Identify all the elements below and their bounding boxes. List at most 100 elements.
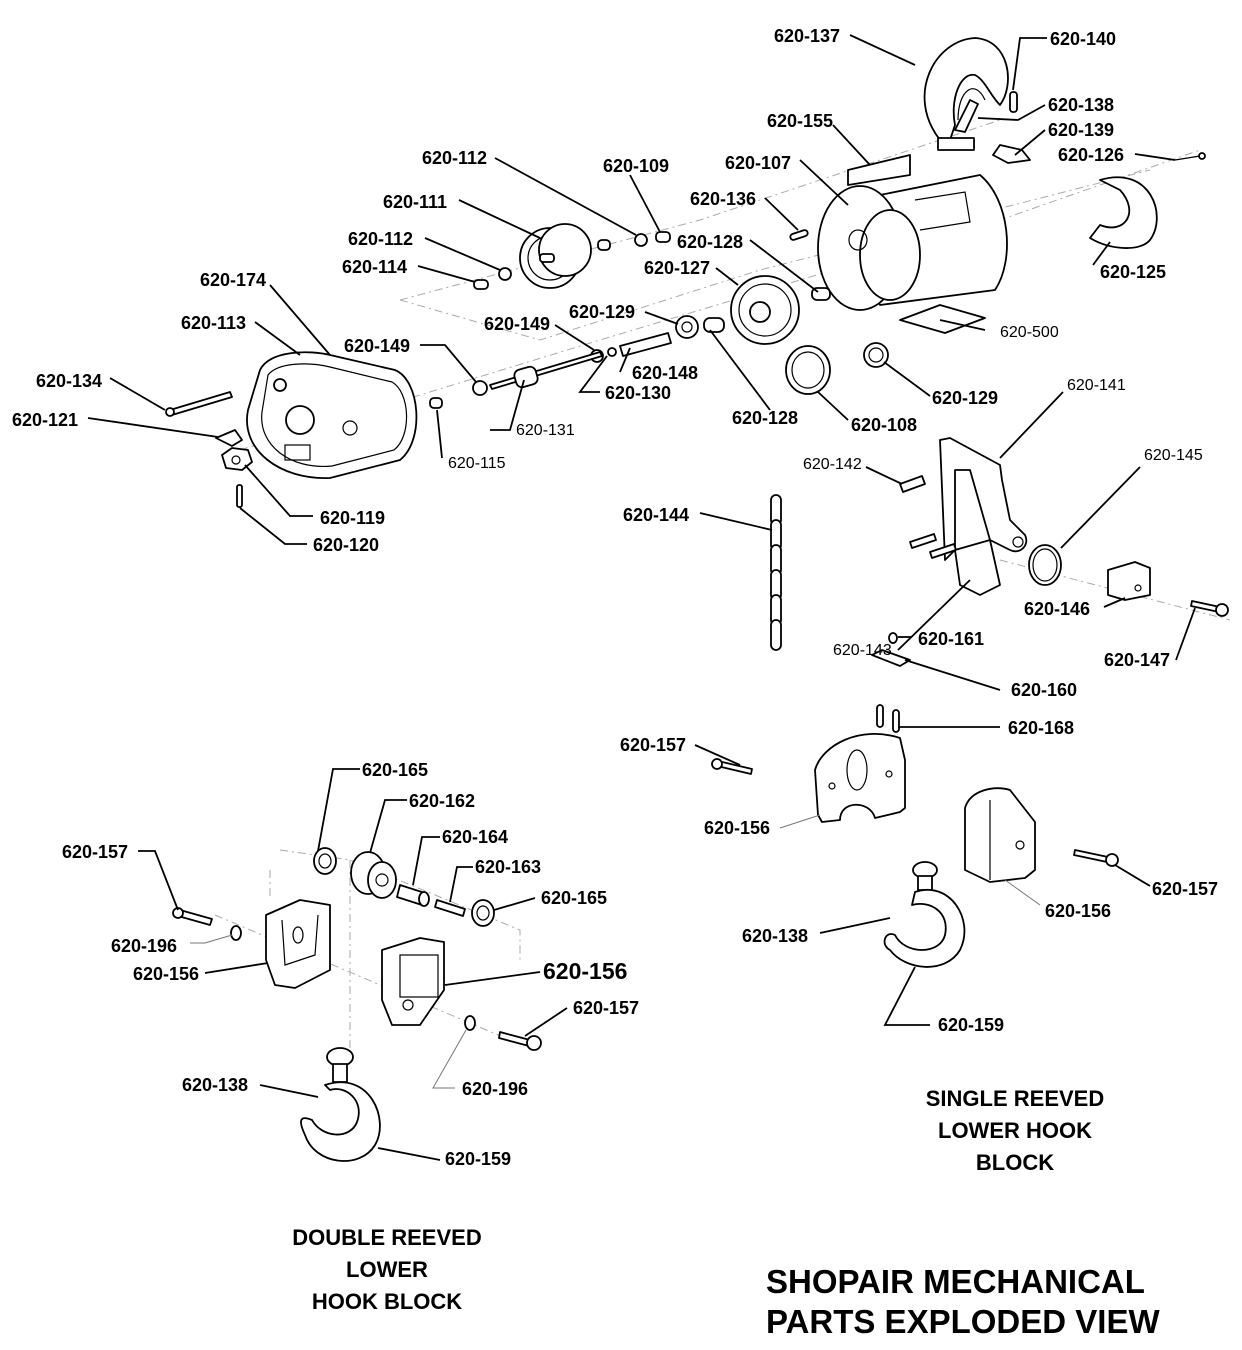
- bolt-134-part: [165, 391, 233, 417]
- callout-620-144: 620-144: [623, 505, 690, 525]
- double-block-156-right-part: [381, 937, 445, 1026]
- gear-127-part: [730, 275, 800, 345]
- callout-single-620-157-left: 620-157: [620, 735, 687, 755]
- double-washer-165-left-part: [313, 847, 337, 875]
- double-bushing-164-part: [396, 884, 430, 907]
- callout-620-168: 620-168: [1008, 718, 1075, 738]
- callout-double-620-156-right: 620-156: [543, 958, 628, 984]
- clip-121-part: [215, 429, 243, 447]
- double-axle-163-part: [434, 899, 466, 917]
- o-ring-145-part: [1028, 544, 1062, 586]
- retainer-139-part: [992, 144, 1031, 164]
- pins-guide-part: [909, 533, 957, 559]
- callout-single-620-156-left: 620-156: [704, 818, 771, 838]
- chain-stop-146-part: [1107, 561, 1151, 601]
- pin-114-part: [473, 279, 489, 290]
- callout-double-620-157-left: 620-157: [62, 842, 129, 862]
- single-reeved-caption-line: LOWER HOOK: [938, 1117, 1092, 1143]
- washer-130-part: [607, 347, 617, 357]
- callout-double-620-165-left: 620-165: [362, 760, 429, 780]
- single-block-left-part: [814, 733, 906, 823]
- callout-620-146: 620-146: [1024, 599, 1091, 619]
- double-sheave-162-part: [350, 851, 397, 899]
- nameplate-500-part: [899, 304, 986, 334]
- callout-620-112-upper: 620-112: [422, 148, 488, 168]
- callout-single-620-138: 620-138: [742, 926, 809, 946]
- bolt-147-part: [1190, 600, 1229, 617]
- screw-126-part: [1174, 152, 1206, 161]
- pin-120-part: [236, 484, 243, 508]
- pin-136-part: [789, 229, 809, 241]
- callout-620-155: 620-155: [767, 111, 834, 131]
- callout-620-129-right: 620-129: [932, 388, 999, 408]
- diagram-title-line2: PARTS EXPLODED VIEW: [766, 1303, 1160, 1341]
- plate-160-part: [871, 649, 911, 667]
- pin-142-part: [899, 475, 926, 493]
- double-reeved-caption-line: LOWER: [346, 1256, 428, 1282]
- callout-single-620-156-right: 620-156: [1045, 901, 1112, 921]
- callout-double-620-159: 620-159: [445, 1149, 512, 1169]
- callout-620-138-top: 620-138: [1048, 95, 1115, 115]
- callout-620-128-lower: 620-128: [732, 408, 799, 428]
- callout-620-114: 620-114: [342, 257, 408, 277]
- callout-620-109: 620-109: [603, 156, 670, 176]
- callout-620-148: 620-148: [632, 363, 699, 383]
- callout-620-113: 620-113: [181, 313, 247, 333]
- diagram-title: SHOPAIR MECHANICAL PARTS EXPLODED VIEW: [766, 1262, 1160, 1343]
- callout-double-620-156-left: 620-156: [133, 964, 200, 984]
- main-housing-part: [817, 174, 1008, 311]
- single-bottom-hook-part: [883, 861, 966, 968]
- callout-620-134: 620-134: [36, 371, 103, 391]
- double-bolt-157-left-part: [172, 907, 213, 926]
- callout-double-620-164: 620-164: [442, 827, 509, 847]
- pin-161-part: [888, 632, 898, 644]
- diagram-title-line1: SHOPAIR MECHANICAL: [766, 1263, 1145, 1300]
- callout-620-142: 620-142: [803, 456, 862, 473]
- single-reeved-caption: SINGLE REEVED LOWER HOOK BLOCK: [880, 1083, 1150, 1179]
- callout-620-174: 620-174: [200, 270, 267, 290]
- callout-620-121: 620-121: [12, 410, 79, 430]
- callout-620-126: 620-126: [1058, 145, 1125, 165]
- double-reeved-caption-line: HOOK BLOCK: [311, 1288, 463, 1314]
- washer-112-upper-part: [634, 233, 648, 247]
- label-155-part: [847, 154, 911, 186]
- callout-double-620-138: 620-138: [182, 1075, 249, 1095]
- spacer-148-part: [619, 332, 672, 357]
- callout-single-620-159: 620-159: [938, 1015, 1005, 1035]
- washer-112-lower-part: [498, 267, 512, 281]
- callout-double-620-196-right: 620-196: [462, 1079, 529, 1099]
- callout-620-160: 620-160: [1011, 680, 1078, 700]
- callout-620-145: 620-145: [1144, 447, 1203, 464]
- callout-620-143: 620-143: [833, 642, 892, 659]
- gear-cover-part: [246, 351, 418, 479]
- callout-620-130: 620-130: [605, 383, 672, 403]
- callout-620-112-lower: 620-112: [348, 229, 414, 249]
- callout-620-149-lower: 620-149: [344, 336, 411, 356]
- pinion-shaft-131-part: [489, 351, 603, 390]
- leader-lines: [87, 34, 1196, 1161]
- bushing-128-lower-part: [703, 317, 725, 333]
- callout-620-140: 620-140: [1050, 29, 1117, 49]
- callout-620-111: 620-111: [383, 192, 448, 212]
- callout-620-108: 620-108: [851, 415, 918, 435]
- end-plate-125-part: [1089, 176, 1158, 249]
- screws-168-part: [876, 704, 900, 733]
- single-reeved-caption-line: SINGLE REEVED: [925, 1086, 1105, 1111]
- stripper-143-part: [954, 539, 1001, 596]
- single-block-right-part: [964, 787, 1036, 883]
- double-bolt-157-right-part: [498, 1031, 542, 1051]
- pin-140-part: [1009, 91, 1018, 113]
- load-chain-144-part: [770, 494, 782, 651]
- callout-double-620-157-right: 620-157: [573, 998, 640, 1018]
- callout-620-128-upper: 620-128: [677, 232, 744, 252]
- double-washer-196-left-part: [230, 925, 242, 941]
- callout-620-136: 620-136: [690, 189, 757, 209]
- callout-620-107: 620-107: [725, 153, 792, 173]
- callout-620-161: 620-161: [918, 629, 985, 649]
- callout-single-620-157-right: 620-157: [1152, 879, 1219, 899]
- callout-620-137: 620-137: [774, 26, 841, 46]
- callout-double-620-165-right: 620-165: [541, 888, 608, 908]
- callout-double-620-196-left: 620-196: [111, 936, 178, 956]
